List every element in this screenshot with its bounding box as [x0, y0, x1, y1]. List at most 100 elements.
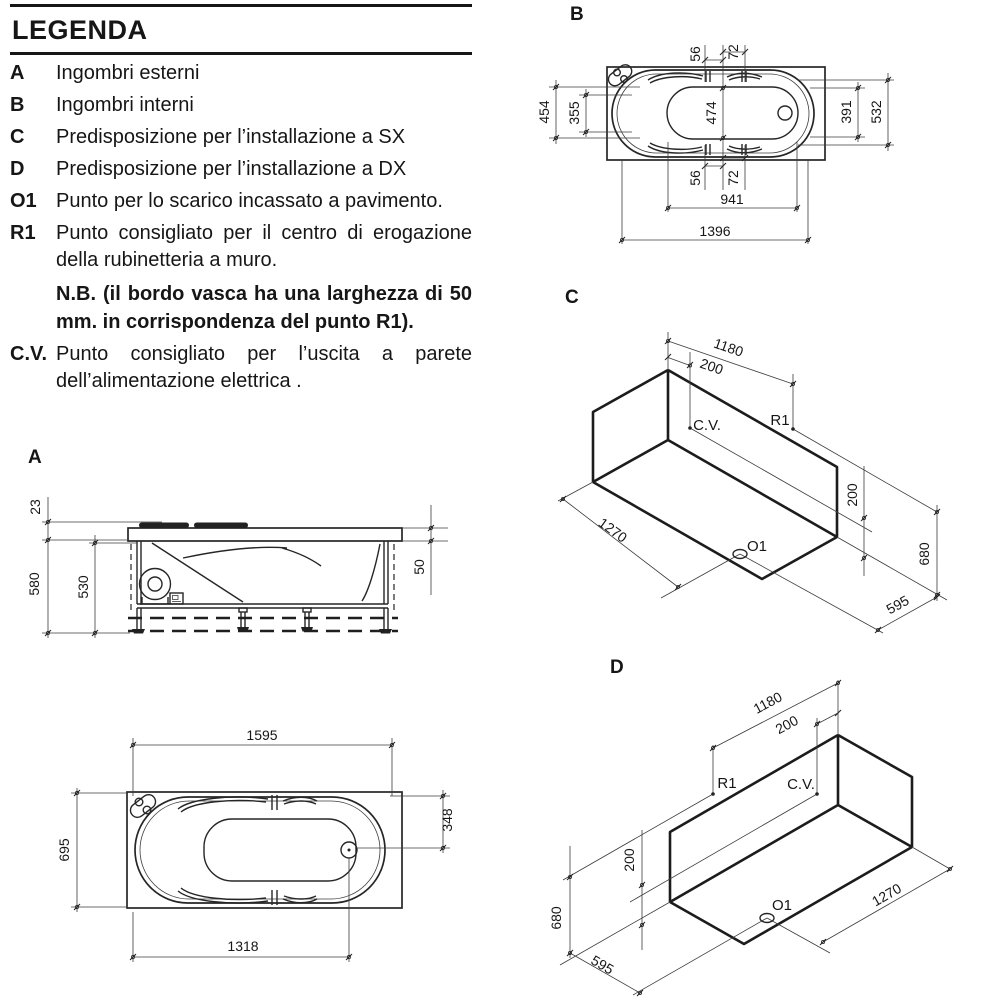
- dimension-end-circles: [568, 681, 953, 996]
- legend-note: N.B. (il bordo vasca ha una larghezza di…: [56, 283, 472, 333]
- dim-474: 474: [703, 101, 719, 125]
- o1-drain-point: [732, 548, 748, 560]
- dim-1180: 1180: [712, 335, 746, 360]
- grab-handles: [647, 71, 763, 155]
- r1-label: R1: [770, 412, 789, 429]
- view-a-side-elevation: A 23 580 530 50: [26, 447, 448, 638]
- legend-text: Ingombri interni: [56, 94, 194, 116]
- dim-941: 941: [720, 191, 744, 207]
- legend-text: Punto consigliato per il centro di eroga…: [56, 222, 472, 271]
- dim-23: 23: [27, 499, 43, 515]
- cv-label: C.V.: [787, 776, 815, 793]
- legend-item-r1: R1 Punto consigliato per il centro di er…: [10, 220, 472, 274]
- legend-title: LEGENDA: [12, 15, 148, 45]
- rim-fixture-strip: [139, 522, 248, 528]
- view-b-label: B: [570, 4, 584, 25]
- legend-item-a: A Ingombri esterni: [10, 60, 472, 87]
- o1-label: O1: [747, 538, 767, 555]
- tub-rim-slab: [127, 527, 403, 542]
- legend-item-cv: C.V. Punto consigliato per l’uscita a pa…: [10, 341, 472, 395]
- view-b-internal-dimensions: B 56 72 454 355 474 391 532 56 72 941 13…: [536, 4, 894, 244]
- dim-1270: 1270: [869, 880, 904, 910]
- legend-text: Punto consigliato per l’uscita a parete …: [56, 343, 472, 392]
- view-c-isometric-sx: C 1180 200 C.V. R1 200 680 595 1270 O1: [557, 287, 948, 634]
- legend-key: O1: [10, 190, 37, 212]
- legend-text: Predisposizione per l’installazione a SX: [56, 126, 406, 148]
- dimension-end-circles: [561, 338, 940, 633]
- dim-50: 50: [411, 559, 427, 575]
- dim-530: 530: [75, 575, 91, 599]
- view-c-label: C: [565, 287, 579, 308]
- dim-72-top: 72: [725, 44, 741, 60]
- dimension-ticks: [44, 518, 435, 637]
- dim-1270: 1270: [596, 514, 631, 545]
- o1-label: O1: [772, 897, 792, 914]
- legs: [132, 607, 392, 634]
- dim-348: 348: [439, 808, 455, 832]
- tub-outer-box: [606, 66, 826, 161]
- legend-text: Ingombri esterni: [56, 62, 200, 84]
- dim-355: 355: [566, 101, 582, 125]
- dim-580: 580: [26, 572, 42, 596]
- tub-volume-box: [668, 733, 914, 946]
- dim-200-side: 200: [844, 483, 860, 507]
- view-a-label: A: [28, 447, 42, 468]
- dimension-end-circles: [554, 78, 891, 242]
- tub-rim-inner: [616, 73, 810, 154]
- r1-label: R1: [717, 775, 736, 792]
- legend-key: R1: [10, 222, 36, 244]
- tub-outer-box: [126, 791, 403, 909]
- dim-391: 391: [838, 100, 854, 124]
- tub-body-frame: [136, 541, 389, 609]
- dimension-ticks: [559, 337, 941, 634]
- r1-point: [711, 792, 715, 796]
- dimension-ticks: [552, 48, 892, 244]
- tub-rim-inner: [139, 800, 381, 900]
- tub-interior-lines: [151, 542, 381, 603]
- view-a-plan: 1595 695 348 1318: [56, 727, 455, 962]
- faucet-fixture: [129, 793, 157, 819]
- tub-volume-box: [591, 368, 839, 581]
- cv-point: [688, 426, 692, 430]
- legend-title-rule: [10, 52, 472, 55]
- dim-1396: 1396: [699, 223, 730, 239]
- dim-595: 595: [588, 952, 616, 978]
- drain-hole: [777, 105, 793, 121]
- dimension-end-circles: [45, 519, 434, 636]
- dim-200-side: 200: [621, 848, 637, 872]
- dim-200-top: 200: [773, 712, 801, 737]
- drain-center: [347, 848, 351, 852]
- dim-532: 532: [868, 100, 884, 124]
- legend-top-rule: [10, 4, 472, 7]
- tub-basin: [203, 818, 357, 882]
- r1-point: [791, 427, 795, 431]
- legend-key: A: [10, 62, 25, 84]
- o1-drain-point: [759, 912, 775, 924]
- legend-panel: LEGENDA A Ingombri esterni B Ingombri in…: [10, 0, 472, 395]
- legend-item-o1: O1 Punto per lo scarico incassato a pavi…: [10, 188, 472, 215]
- tub-rim-outer: [134, 796, 386, 904]
- dim-72-bottom: 72: [725, 170, 741, 186]
- legend-key: D: [10, 158, 25, 180]
- dimension-end-circles: [74, 742, 446, 960]
- grab-handles: [177, 795, 318, 905]
- pump: [138, 567, 172, 605]
- dimension-lines: [71, 738, 450, 962]
- legend-item-b: B Ingombri interni: [10, 92, 472, 119]
- dim-695: 695: [56, 838, 72, 862]
- tub-clearance-dashed: [130, 544, 395, 612]
- legend-text: Predisposizione per l’installazione a DX: [56, 158, 407, 180]
- dimension-lines: [557, 332, 948, 634]
- dimension-lines: [549, 45, 894, 244]
- legend-key: B: [10, 94, 25, 116]
- dim-56-top: 56: [687, 46, 703, 62]
- dim-200-top: 200: [698, 355, 725, 378]
- legend-key: C.V.: [10, 343, 48, 365]
- tub-basin: [666, 86, 799, 140]
- dimension-lines: [42, 497, 448, 638]
- view-d-label: D: [610, 657, 624, 678]
- dimension-lines: [559, 680, 951, 996]
- dim-1595: 1595: [246, 727, 277, 743]
- cv-point: [815, 792, 819, 796]
